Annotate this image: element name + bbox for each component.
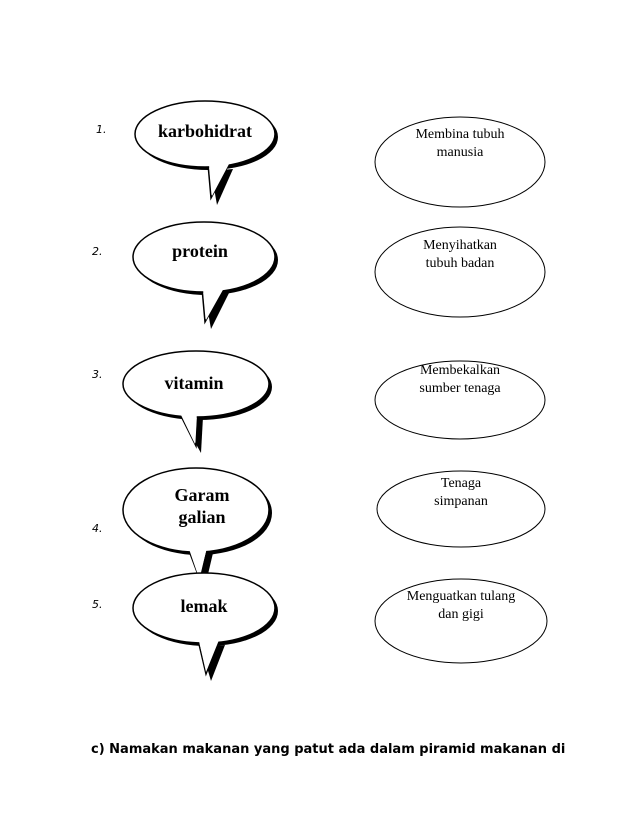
speech-bubble-1: karbohidrat xyxy=(130,98,280,208)
oval-shape xyxy=(374,360,546,440)
bubble-label-2: protein xyxy=(172,241,228,261)
row-number-2: 2. xyxy=(92,245,103,258)
oval-text-5: Menguatkan tulang dan gigi xyxy=(406,589,516,622)
oval-shape xyxy=(376,470,546,548)
oval-text-2: Menyihatkan tubuh badan xyxy=(423,238,497,271)
speech-bubble-shape xyxy=(122,350,272,453)
oval-shape xyxy=(374,116,546,208)
speech-bubble-shape xyxy=(134,100,278,205)
bubble-label-4: Garam galian xyxy=(174,485,230,527)
answer-oval-5: Menguatkan tulang dan gigi xyxy=(374,578,548,664)
oval-text-3: Membekalkan sumber tenaga xyxy=(419,363,501,396)
speech-bubble-4: Garam galian xyxy=(118,464,278,590)
row-number-5: 5. xyxy=(92,598,103,611)
speech-bubble-shape xyxy=(132,221,278,329)
oval-shape xyxy=(374,226,546,318)
answer-oval-3: Membekalkan sumber tenaga xyxy=(374,360,546,440)
speech-bubble-2: protein xyxy=(128,218,280,332)
oval-text-4: Tenaga simpanan xyxy=(434,476,488,509)
row-number-1: 1. xyxy=(96,123,107,136)
answer-oval-1: Membina tubuh manusia xyxy=(374,116,546,208)
answer-oval-4: Tenaga simpanan xyxy=(376,470,546,548)
speech-bubble-shape xyxy=(122,467,272,587)
bubble-label-3: vitamin xyxy=(164,373,224,393)
speech-bubble-5: lemak xyxy=(128,570,280,684)
speech-bubble-3: vitamin xyxy=(118,348,278,458)
answer-oval-2: Menyihatkan tubuh badan xyxy=(374,226,546,318)
speech-bubble-shape xyxy=(132,572,278,681)
row-number-4: 4. xyxy=(92,522,103,535)
oval-shape xyxy=(374,578,548,664)
question-text: c) Namakan makanan yang patut ada dalam … xyxy=(91,742,566,757)
bubble-label-5: lemak xyxy=(180,596,228,616)
row-number-3: 3. xyxy=(92,368,103,381)
bubble-label-1: karbohidrat xyxy=(157,121,253,141)
oval-text-1: Membina tubuh manusia xyxy=(415,127,505,160)
